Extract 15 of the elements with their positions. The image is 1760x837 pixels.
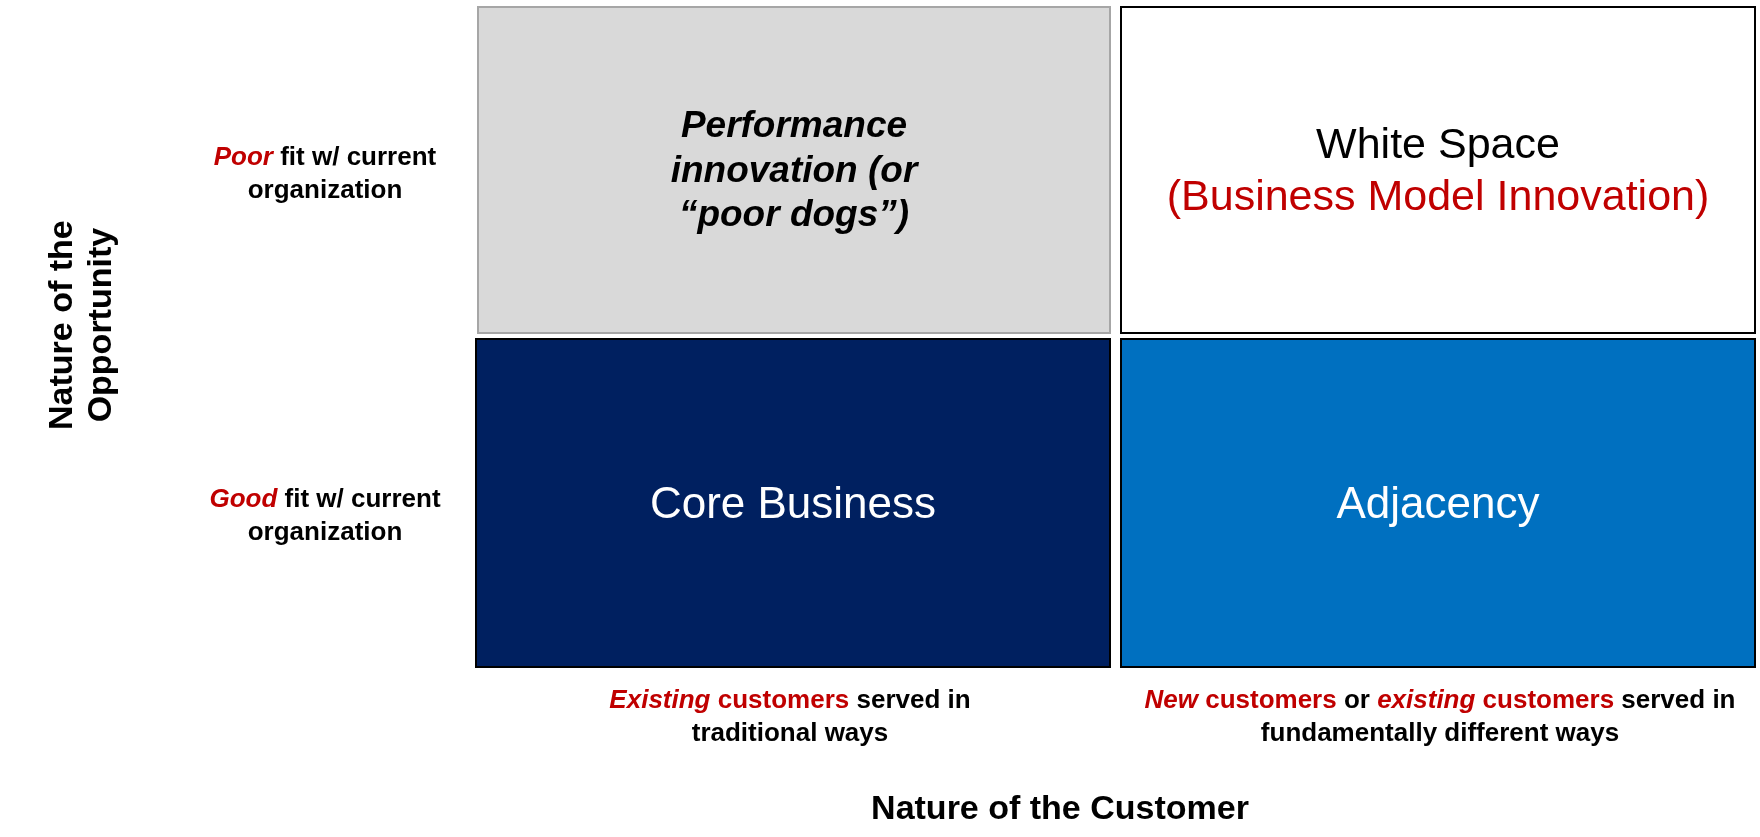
row-label: Poor fit w/ current organization (212, 140, 438, 205)
quadrant-box (477, 6, 1111, 334)
quadrant-label: Core Business (649, 477, 937, 529)
quadrant-label: (Business Model Innovation) (1166, 170, 1710, 221)
axis-title: Nature of the Opportunity (39, 219, 119, 432)
quadrant-label: Performance innovation (or “poor dogs”) (669, 103, 920, 237)
axis-title: Nature of the Customer (870, 787, 1250, 828)
quadrant-label: White Space (1316, 118, 1560, 170)
column-label: New customers or existing customers served in fundamentally different ways (1143, 683, 1737, 748)
column-label: Existing customers served in traditional ways (608, 683, 972, 748)
quadrant-label: Adjacency (1336, 477, 1540, 529)
row-label: Good fit w/ current organization (208, 482, 442, 547)
quadrant-box (1120, 6, 1756, 334)
quadrant-box (475, 338, 1111, 668)
quadrant-box (1120, 338, 1756, 668)
